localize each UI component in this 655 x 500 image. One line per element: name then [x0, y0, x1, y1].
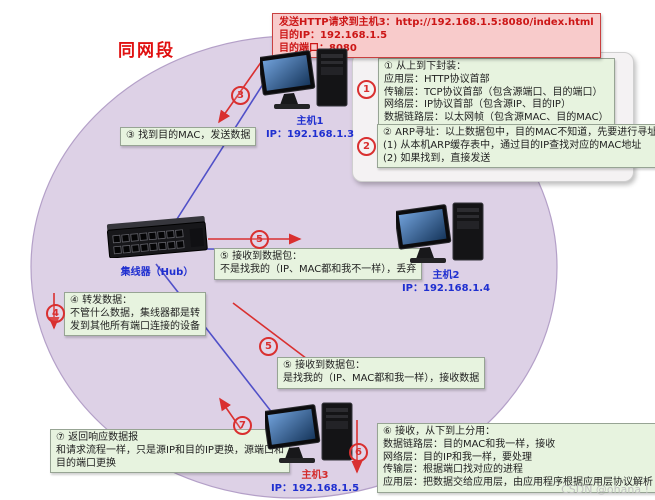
step-text-line: ① 从上到下封装： — [384, 61, 467, 72]
step-text-line: 不管什么数据，集线器都是转 — [70, 307, 200, 319]
step7-box: ⑦ 返回响应数据报 和请求流程一样，只是源IP和目的IP更换，源端口和 目的端口… — [50, 429, 290, 474]
hub-label: 集线器（Hub） — [120, 267, 194, 278]
step-text-line: 不是找我的（IP、MAC都和我不一样），丢弃 — [220, 263, 417, 275]
host3: 主机3 IP：192.168.1.5 — [262, 402, 367, 495]
host2: 主机2 IP：192.168.1.4 — [393, 202, 498, 295]
step-text-line: 应用层：把数据交给应用层，由应用程序根据应用层协议解析 — [383, 477, 653, 489]
hub-icon — [106, 215, 208, 259]
step5-accept-box: ⑤ 接收到数据包： 是找我的（IP、MAC都和我一样），接收数据 — [277, 357, 486, 389]
step1-box: ① 从上到下封装： 应用层：HTTP协议首部 传输层：TCP协议首部（包含源端口… — [378, 58, 615, 128]
step6-box: ⑥ 接收，从下到上分用： 数据链路层：目的MAC和我一样，接收 网络层：目的IP… — [377, 423, 655, 493]
step-text-line: 目的端口更换 — [56, 457, 116, 469]
step4-box: ④ 转发数据： 不管什么数据，集线器都是转 发到其他所有端口连接的设备 — [64, 292, 206, 337]
step-text-line: ⑦ 返回响应数据报 — [56, 432, 139, 443]
host3-ip: IP：192.168.1.5 — [270, 482, 360, 494]
step1-marker: 1 — [357, 80, 376, 99]
step6-marker: 6 — [349, 443, 368, 462]
step-text-line: 是找我的（IP、MAC都和我一样），接收数据 — [283, 372, 480, 384]
step-text-line: 和请求流程一样，只是源IP和目的IP更换，源端口和 — [56, 444, 284, 456]
host2-name: 主机2 — [432, 270, 460, 281]
watermark: CSDN @ohana ! — [561, 483, 649, 496]
host2-ip: IP：192.168.1.4 — [401, 282, 491, 294]
request-line: 目的端口：8080 — [279, 43, 357, 54]
step-text-line: 数据链路层：目的MAC和我一样，接收 — [383, 438, 556, 450]
step-text-line: 发到其他所有端口连接的设备 — [70, 320, 200, 332]
step3-marker: 3 — [231, 86, 250, 105]
hub: 集线器（Hub） — [104, 212, 210, 278]
step-text-line: (2) 如果找到，直接发送 — [383, 152, 491, 164]
request-line: 目的IP：192.168.1.5 — [279, 30, 388, 41]
request-line: 发送HTTP请求到主机3：http://192.168.1.5:8080/ind… — [279, 17, 594, 28]
host1-computer-icon — [257, 48, 348, 109]
step4-marker: 4 — [46, 304, 65, 323]
step-text-line: 网络层：目的IP和我一样，要处理 — [383, 451, 532, 463]
host3-computer-icon — [262, 402, 353, 463]
step3-box: ③ 找到目的MAC，发送数据 — [120, 127, 257, 146]
step-text-line: ⑥ 接收，从下到上分用： — [383, 426, 496, 437]
host2-computer-icon — [393, 202, 484, 263]
step-text-line: ④ 转发数据： — [70, 295, 133, 306]
step-text-line: ② ARP寻址：以上数据包中，目的MAC不知道，先要进行寻址 — [383, 127, 655, 138]
step7-marker: 7 — [233, 416, 252, 435]
host1-ip: IP：192.168.1.3 — [265, 128, 355, 140]
step-text-line: (1) 从本机ARP缓存表中，通过目的IP查找对应的MAC地址 — [383, 139, 642, 151]
step-text-line: 传输层：根据端口找对应的进程 — [383, 464, 523, 476]
step-text-line: ⑤ 接收到数据包： — [220, 251, 303, 262]
step-text-line: 数据链路层：以太网帧（包含源MAC、目的MAC） — [384, 112, 609, 124]
host1: 主机1 IP：192.168.1.3 — [257, 48, 362, 141]
host1-name: 主机1 — [296, 116, 324, 127]
step-text-line: ③ 找到目的MAC，发送数据 — [126, 130, 251, 141]
step-text-line: 应用层：HTTP协议首部 — [384, 73, 490, 85]
step2-marker: 2 — [357, 137, 376, 156]
step5-marker-b: 5 — [259, 337, 278, 356]
step2-box: ② ARP寻址：以上数据包中，目的MAC不知道，先要进行寻址 (1) 从本机AR… — [377, 124, 655, 169]
step-text-line: 传输层：TCP协议首部（包含源端口、目的端口） — [384, 86, 603, 98]
step-text-line: ⑤ 接收到数据包： — [283, 360, 366, 371]
subnet-label: 同网段 — [118, 41, 175, 61]
step-text-line: 网络层：IP协议首部（包含源IP、目的IP） — [384, 99, 571, 111]
host3-name: 主机3 — [301, 470, 329, 481]
step5-marker-a: 5 — [250, 230, 269, 249]
step5-discard-box: ⑤ 接收到数据包： 不是找我的（IP、MAC都和我不一样），丢弃 — [214, 248, 423, 280]
cable-host1-hub — [169, 69, 273, 231]
